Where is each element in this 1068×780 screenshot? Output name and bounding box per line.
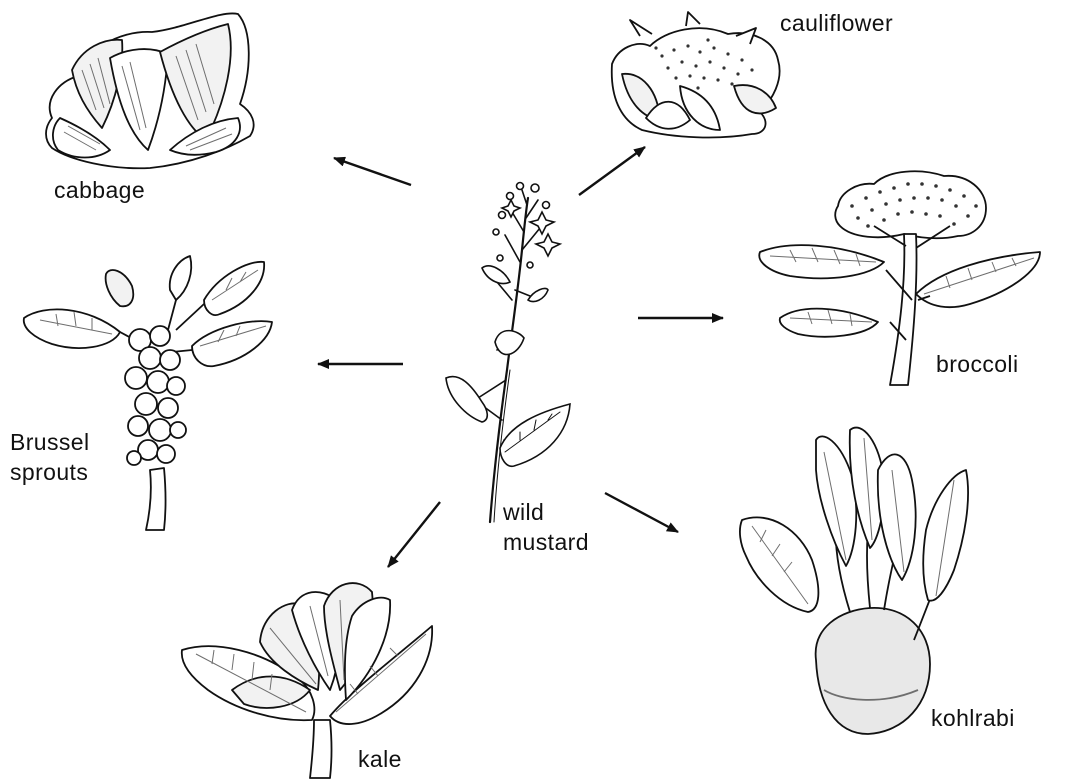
arrow-to-cabbage xyxy=(334,158,411,185)
kohlrabi-icon xyxy=(740,428,968,734)
cauliflower-label: cauliflower xyxy=(780,8,893,38)
arrow-to-kohlrabi xyxy=(605,493,678,532)
broccoli-label: broccoli xyxy=(936,349,1018,379)
brussel-sprouts-icon xyxy=(24,256,272,530)
wild-mustard-label-line2: mustard xyxy=(503,527,589,557)
arrow-to-kale xyxy=(388,502,440,567)
brussel-sprouts-label-line2: sprouts xyxy=(10,457,90,487)
cabbage-icon xyxy=(46,13,254,168)
brussel-sprouts-label: Brussel sprouts xyxy=(10,427,90,487)
wild-mustard-icon xyxy=(446,183,570,523)
kale-label: kale xyxy=(358,744,402,774)
wild-mustard-label-line1: wild xyxy=(503,497,589,527)
wild-mustard-label: wild mustard xyxy=(503,497,589,557)
brussel-sprouts-label-line1: Brussel xyxy=(10,427,90,457)
sprout-buds xyxy=(125,326,186,465)
arrow-to-cauliflower xyxy=(579,147,645,195)
kohlrabi-label: kohlrabi xyxy=(931,703,1015,733)
cauliflower-icon xyxy=(612,12,780,137)
cabbage-label: cabbage xyxy=(54,175,145,205)
